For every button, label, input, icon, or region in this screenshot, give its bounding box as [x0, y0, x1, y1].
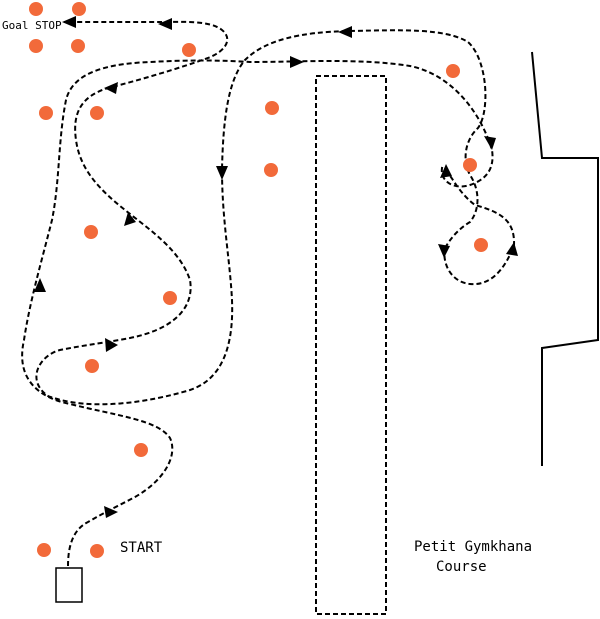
cone [85, 359, 99, 373]
arrow-icon [104, 506, 118, 518]
arrow-icon [62, 16, 76, 28]
arrow-icon [440, 164, 452, 178]
arrow-icon [338, 26, 352, 38]
cone [29, 39, 43, 53]
cone [39, 106, 53, 120]
cone [29, 2, 43, 16]
cone [71, 39, 85, 53]
arrow-icon [104, 82, 118, 94]
cone [90, 544, 104, 558]
cone [182, 43, 196, 57]
arrow-icon [124, 212, 136, 226]
start-label: START [120, 540, 163, 556]
arrow-icon [438, 244, 450, 258]
course-title-line2: Course [436, 559, 487, 575]
cones [29, 2, 488, 558]
course-title-line1: Petit Gymkhana [414, 539, 533, 555]
arrow-icon [506, 242, 518, 256]
right-boundary-wall [531, 51, 599, 466]
arrow-icon [216, 166, 228, 180]
central-obstacle-zone [315, 75, 387, 615]
cone [463, 158, 477, 172]
cone [265, 101, 279, 115]
arrow-icon [34, 278, 46, 292]
cone [446, 64, 460, 78]
start-box [55, 567, 83, 603]
arrow-icon [158, 18, 172, 30]
riding-path [21, 59, 516, 567]
cone [264, 163, 278, 177]
goal-stop-label: Goal STOP [2, 19, 62, 32]
arrow-icon [290, 56, 304, 68]
arrow-icon [484, 136, 496, 150]
course-title: Petit Gymkhana Course [414, 537, 532, 577]
arrow-icon [105, 338, 118, 352]
cone [134, 443, 148, 457]
cone [37, 543, 51, 557]
cone [90, 106, 104, 120]
direction-arrows [34, 16, 518, 518]
riding-path-return [35, 20, 487, 406]
cone [72, 2, 86, 16]
cone [84, 225, 98, 239]
cone [474, 238, 488, 252]
cone [163, 291, 177, 305]
